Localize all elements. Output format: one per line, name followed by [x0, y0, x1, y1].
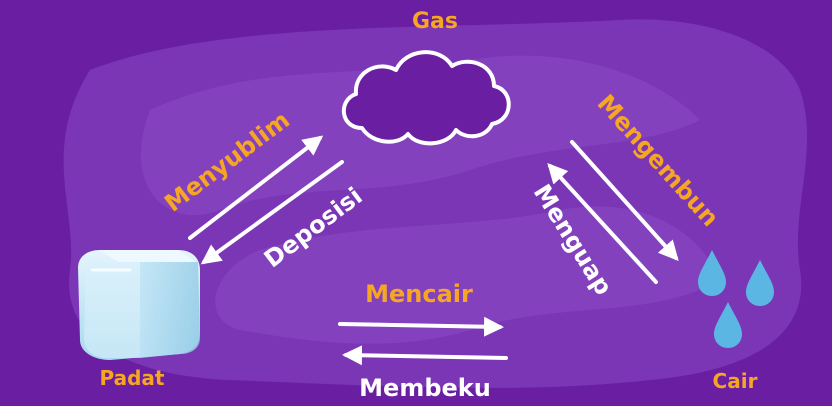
melting-arrow: [338, 316, 504, 337]
gas-label: Gas: [412, 9, 458, 34]
evaporation-arrow: [547, 163, 658, 284]
cloud-icon: [341, 50, 511, 146]
melting-label: Mencair: [365, 280, 473, 308]
deposition-arrow: [200, 160, 344, 265]
condensation-arrow: [570, 140, 679, 261]
freezing-label: Membeku: [359, 374, 491, 402]
sublimation-arrow: [188, 135, 324, 240]
water-drops-icon: [698, 250, 774, 348]
liquid-label: Cair: [713, 369, 758, 393]
freezing-arrow: [342, 345, 508, 366]
solid-label: Padat: [100, 366, 165, 390]
ice-cube-icon: [78, 250, 200, 360]
